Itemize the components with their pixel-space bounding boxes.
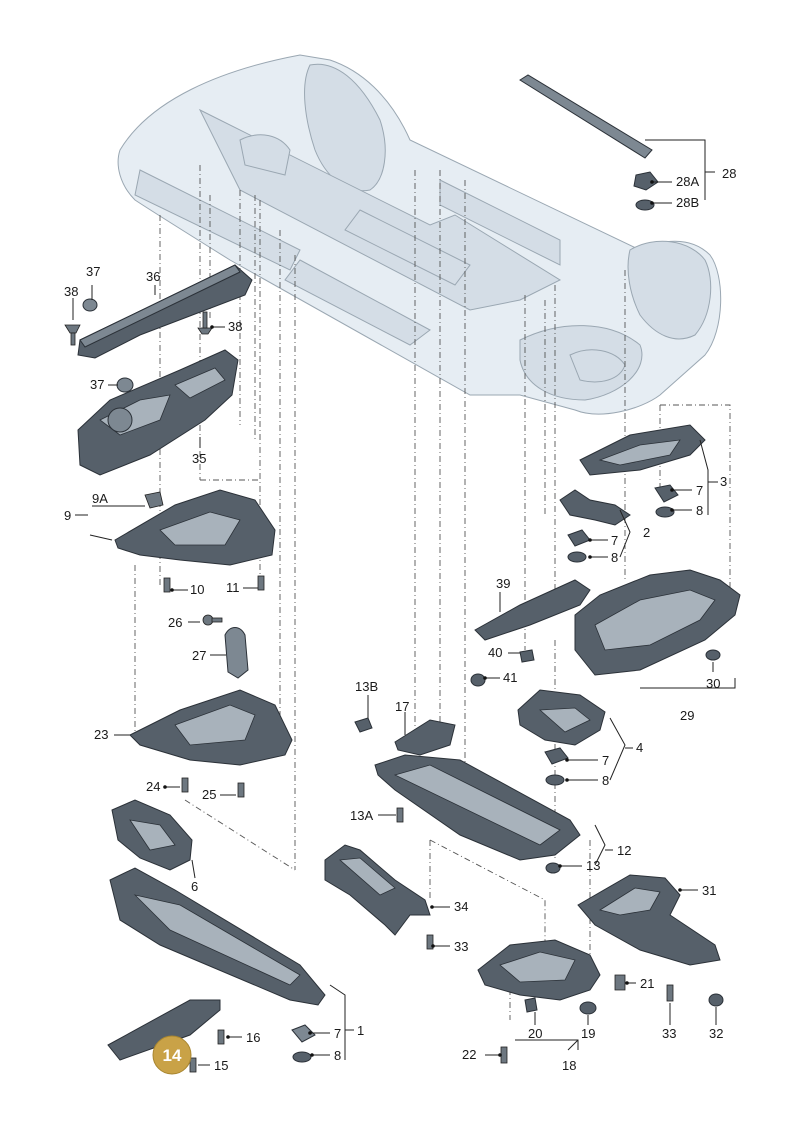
label-41: 41 [503, 670, 517, 685]
label-39: 39 [496, 576, 510, 591]
part-2-bracket [559, 489, 631, 563]
badge-14: 14 [152, 1035, 192, 1075]
label-25: 25 [202, 787, 216, 802]
part-35-panel [77, 349, 239, 476]
label-6: 6 [191, 879, 198, 894]
label-37-top: 37 [86, 264, 100, 279]
label-33-b: 33 [662, 1026, 676, 1041]
label-33-a: 33 [454, 939, 468, 954]
part-28-rail [519, 74, 659, 211]
label-8-c: 8 [602, 773, 609, 788]
label-35: 35 [192, 451, 206, 466]
label-17: 17 [395, 699, 409, 714]
label-16: 16 [246, 1030, 260, 1045]
part-23-cover [129, 689, 293, 798]
label-40: 40 [488, 645, 502, 660]
label-36: 36 [146, 269, 160, 284]
label-10: 10 [190, 582, 204, 597]
label-13B: 13B [355, 679, 378, 694]
label-28: 28 [722, 166, 736, 181]
label-29: 29 [680, 708, 694, 723]
label-30: 30 [706, 676, 720, 691]
label-38-top: 38 [64, 284, 78, 299]
label-34: 34 [454, 899, 468, 914]
label-2: 2 [643, 525, 650, 540]
part-6-bracket [111, 799, 193, 871]
label-21: 21 [640, 976, 654, 991]
callout-labels: 28 28A 28B 37 38 36 38 37 35 9 9A 10 11 … [64, 166, 736, 1073]
part-31-cover [577, 874, 724, 1007]
badge-14-text: 14 [163, 1046, 182, 1065]
label-3: 3 [720, 474, 727, 489]
part-29-shield [574, 569, 741, 676]
label-26: 26 [168, 615, 182, 630]
label-37: 37 [90, 377, 104, 392]
label-7-c: 7 [602, 753, 609, 768]
label-13: 13 [586, 858, 600, 873]
part-4-cover [517, 689, 606, 786]
part-39-strip [470, 579, 591, 687]
label-12: 12 [617, 843, 631, 858]
label-20: 20 [528, 1026, 542, 1041]
label-13A: 13A [350, 808, 373, 823]
part-18-cover [477, 939, 601, 1064]
label-8-d: 8 [334, 1048, 341, 1063]
label-31: 31 [702, 883, 716, 898]
label-32: 32 [709, 1026, 723, 1041]
label-9: 9 [64, 508, 71, 523]
car-underbody [117, 54, 722, 415]
label-38: 38 [228, 319, 242, 334]
label-18: 18 [562, 1058, 576, 1073]
label-27: 27 [192, 648, 206, 663]
part-1-sill [107, 867, 326, 1073]
label-11: 11 [226, 580, 240, 595]
part-12-tunnel-cover [354, 717, 581, 874]
label-7-b: 7 [611, 533, 618, 548]
label-7-a: 7 [696, 483, 703, 498]
label-28B: 28B [676, 195, 699, 210]
label-19: 19 [581, 1026, 595, 1041]
part-9-cover [114, 489, 276, 593]
part-27-bracket [202, 614, 249, 679]
part-3-cover [579, 424, 706, 518]
label-4: 4 [636, 740, 643, 755]
part-34-channel [324, 844, 434, 950]
label-leaders [72, 139, 736, 1066]
label-1: 1 [357, 1023, 364, 1038]
label-24: 24 [146, 779, 160, 794]
label-22: 22 [462, 1047, 476, 1062]
label-7-d: 7 [334, 1026, 341, 1041]
part-36-front-rail [64, 264, 253, 359]
label-23: 23 [94, 727, 108, 742]
label-8-b: 8 [611, 550, 618, 565]
label-9A: 9A [92, 491, 108, 506]
label-8-a: 8 [696, 503, 703, 518]
label-28A: 28A [676, 174, 699, 189]
label-15: 15 [214, 1058, 228, 1073]
